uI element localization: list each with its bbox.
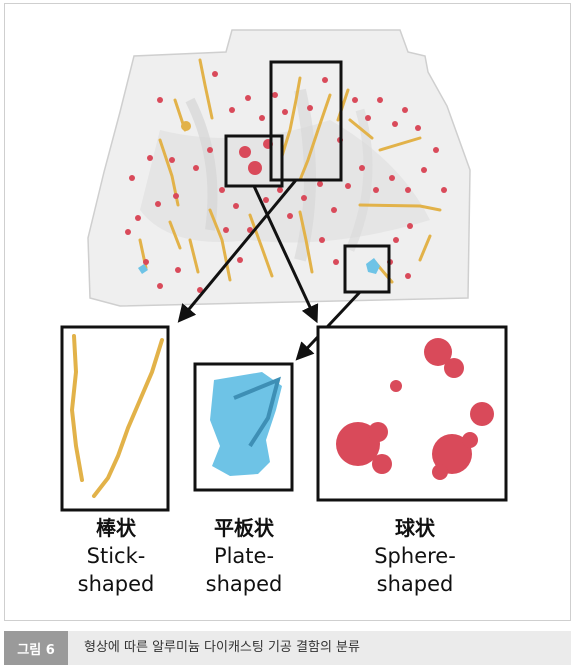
label-sphere-cjk: 球状: [395, 516, 435, 540]
stick-detail: [69, 334, 164, 498]
casting-body: [87, 29, 471, 307]
label-plate-en1: Plate-: [213, 544, 275, 568]
label-plate-en2: shaped: [205, 572, 283, 596]
sphere-detail: [336, 338, 494, 480]
plate-detail: [210, 372, 282, 476]
arrow-to-plate: [295, 290, 362, 361]
label-sphere-en2: shaped: [376, 572, 454, 596]
label-stick-en1: Stick-: [86, 544, 146, 568]
figure-caption: 형상에 따른 알루미늄 다이캐스팅 기공 결함의 분류: [84, 640, 360, 655]
plate-defects-casting: [138, 258, 380, 274]
figure-caption-bar: 그림 6 형상에 따른 알루미늄 다이캐스팅 기공 결함의 분류: [4, 631, 571, 665]
select-box-plate: [343, 244, 391, 294]
arrow-to-stick: [177, 179, 298, 323]
figure-tag: 그림 6: [4, 631, 68, 665]
stick-panel: [60, 325, 170, 512]
label-sphere: 球状 Sphere- shaped: [340, 514, 490, 598]
label-stick-en2: shaped: [77, 572, 155, 596]
arrow-to-sphere: [252, 185, 319, 324]
label-stick-cjk: 棒状: [96, 516, 136, 540]
label-plate-cjk: 平板状: [214, 516, 274, 540]
label-sphere-en1: Sphere-: [374, 544, 456, 568]
label-plate: 平板状 Plate- shaped: [174, 514, 314, 598]
select-box-stick: [269, 60, 343, 182]
label-stick: 棒状 Stick- shaped: [46, 514, 186, 598]
